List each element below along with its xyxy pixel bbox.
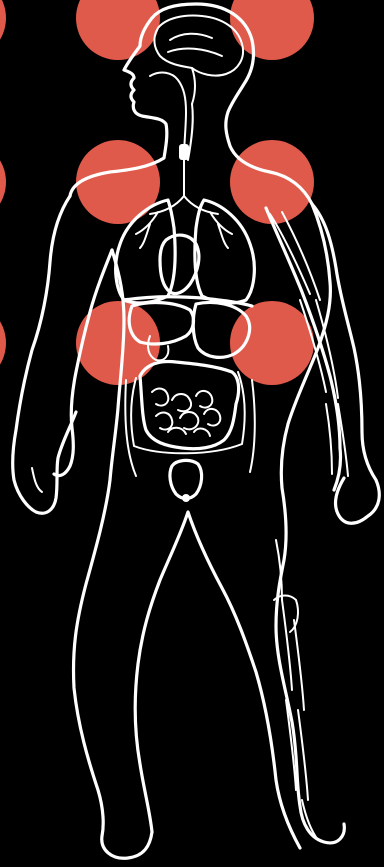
dot: [230, 140, 314, 224]
trachea-icon: [179, 144, 189, 160]
dot: [76, 140, 160, 224]
bladder-neck: [182, 494, 190, 502]
